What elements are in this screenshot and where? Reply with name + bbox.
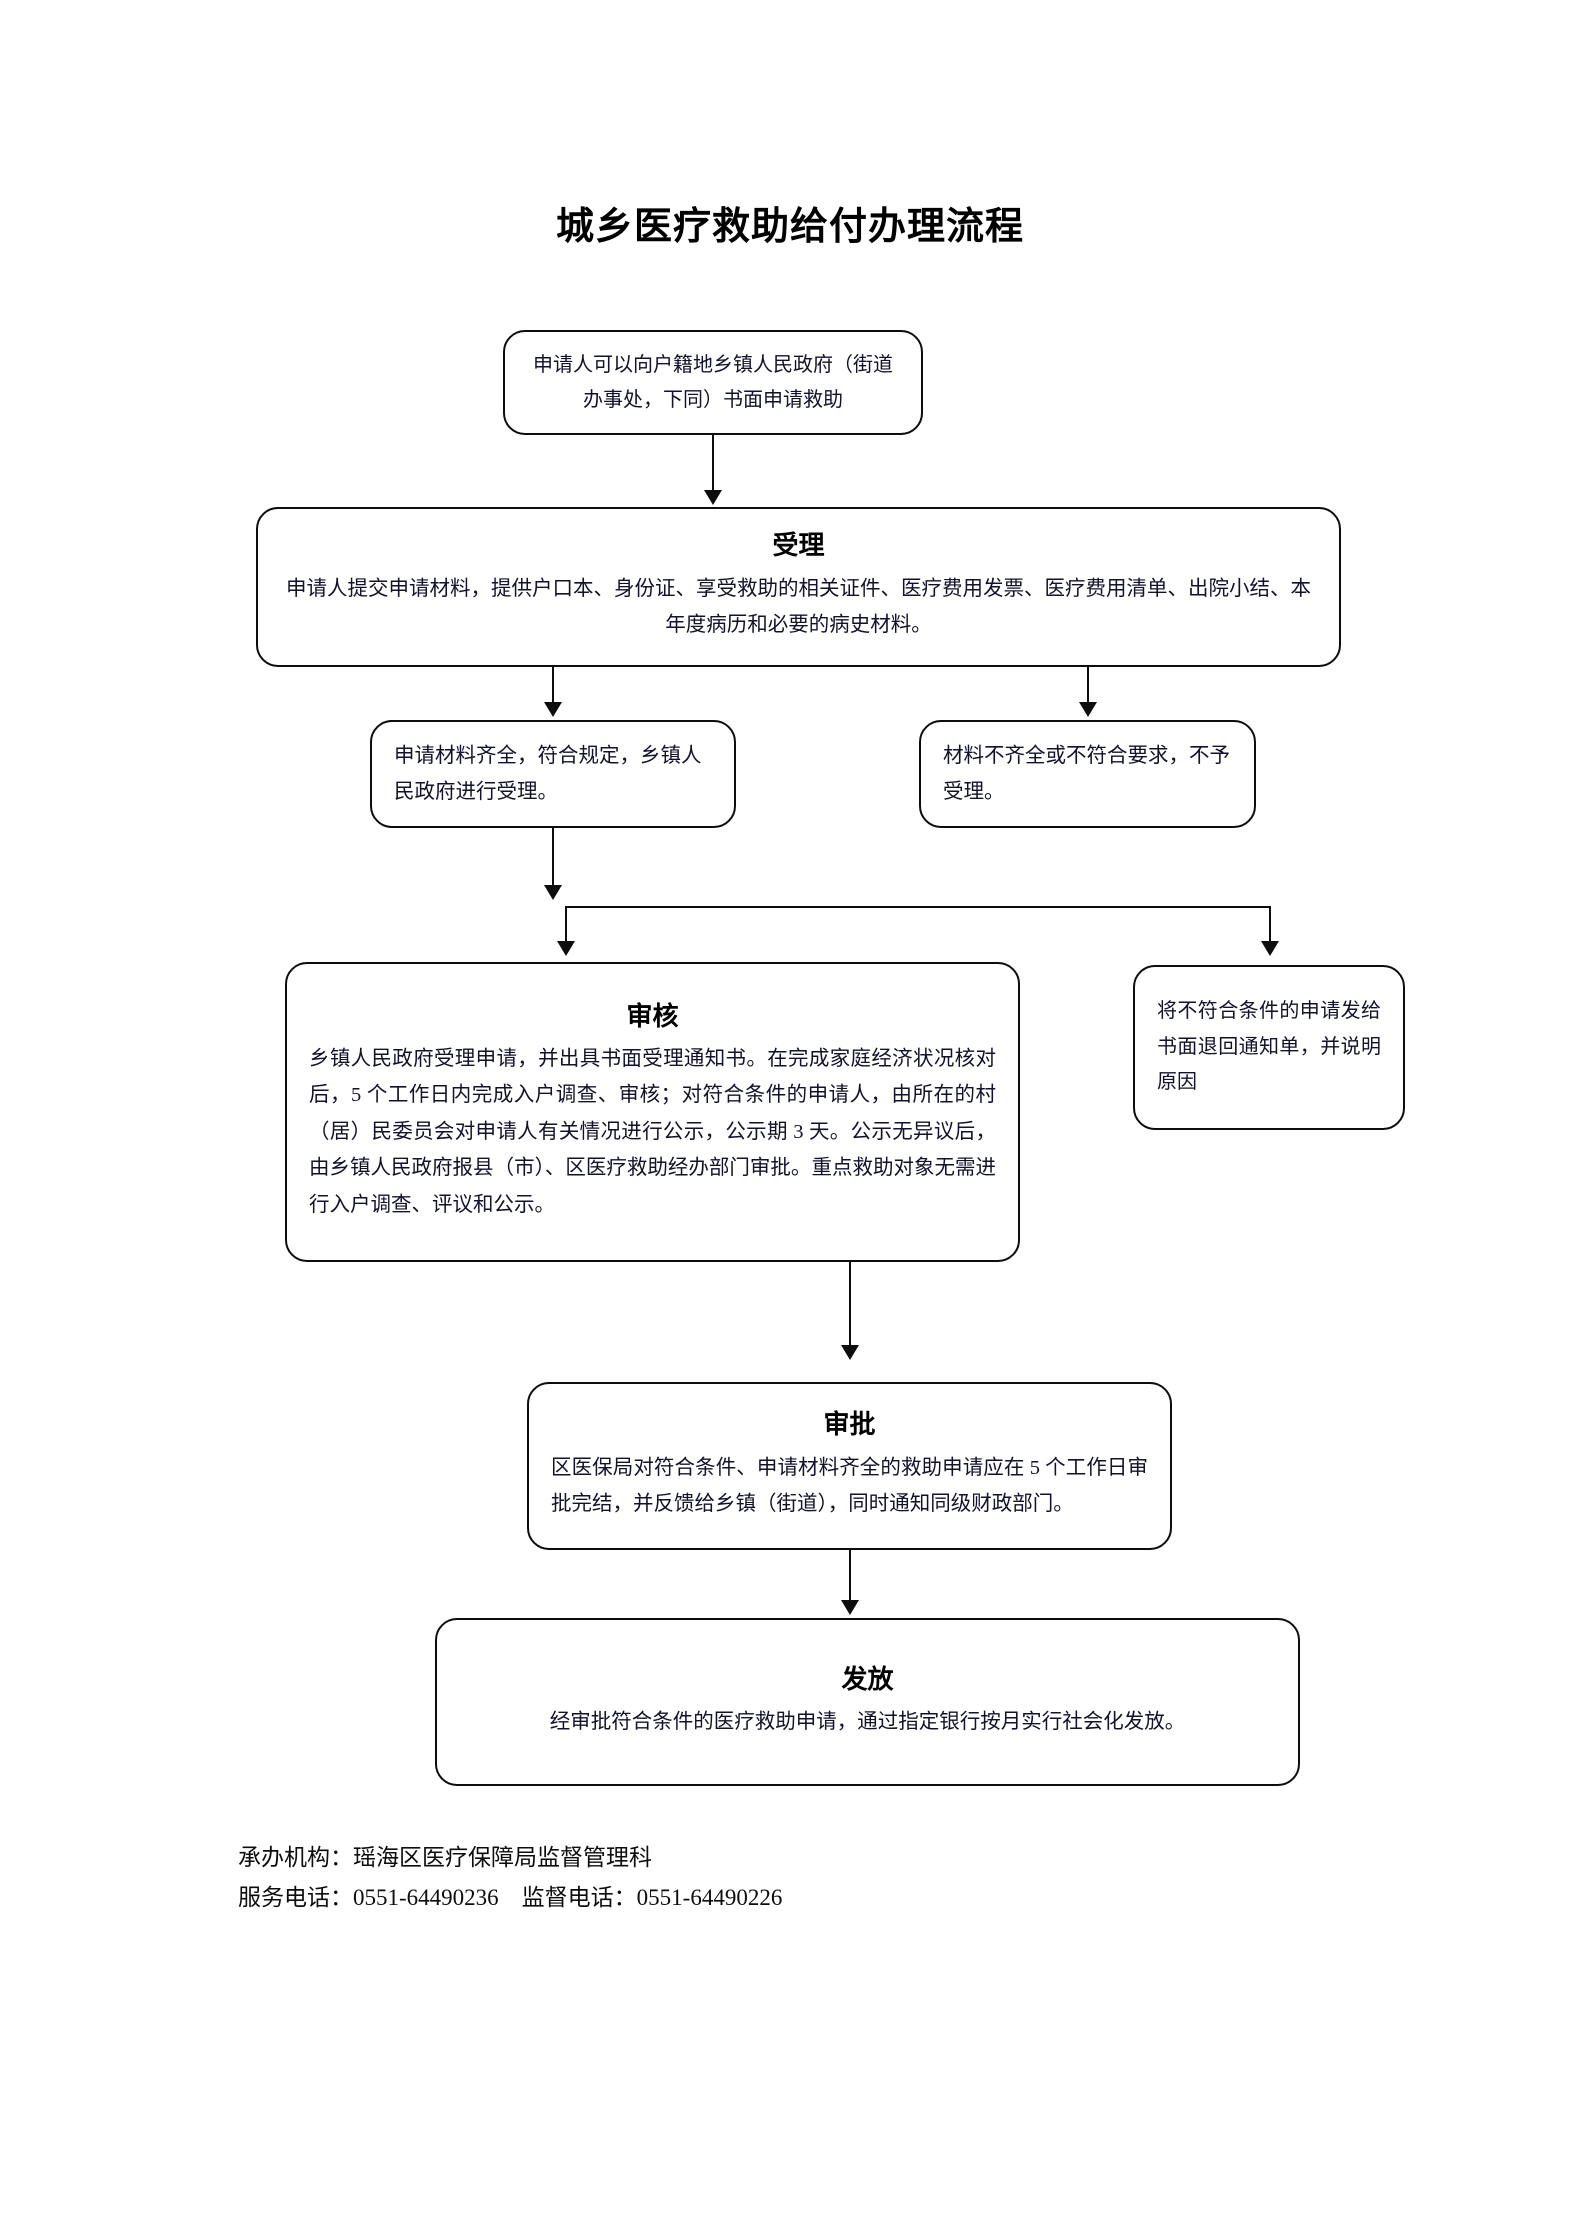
flow-node-issue-heading: 发放	[841, 1664, 894, 1694]
connector-review-to-approve	[849, 1262, 851, 1347]
flow-node-approve-text: 区医保局对符合条件、申请材料齐全的救助申请应在 5 个工作日审批完结，并反馈给乡…	[551, 1456, 1148, 1516]
connector-branch-bus	[565, 906, 1270, 908]
arrowhead-review-to-approve	[841, 1345, 859, 1360]
flow-node-return-notice: 将不符合条件的申请发给书面退回通知单，并说明原因	[1133, 965, 1405, 1130]
flow-node-issue: 发放 经审批符合条件的医疗救助申请，通过指定银行按月实行社会化发放。	[435, 1618, 1300, 1786]
footer-agency-line: 承办机构：瑶海区医疗保障局监督管理科	[238, 1845, 652, 1870]
connector-ok-down-stem	[552, 828, 554, 890]
arrowhead-apply-to-accept	[704, 490, 722, 505]
page-title: 城乡医疗救助给付办理流程	[555, 206, 1024, 248]
flow-node-accept-heading: 受理	[772, 531, 825, 561]
connector-bus-to-return	[1269, 906, 1271, 944]
flow-node-review-heading: 审核	[626, 1001, 679, 1031]
footer-block: 承办机构：瑶海区医疗保障局监督管理科 服务电话：0551-64490236 监督…	[238, 1838, 782, 1919]
flow-node-accept-reject: 材料不齐全或不符合要求，不予受理。	[919, 720, 1256, 828]
connector-bus-to-review	[565, 906, 567, 944]
connector-apply-to-accept	[712, 435, 714, 492]
flow-node-apply: 申请人可以向户籍地乡镇人民政府（街道办事处，下同）书面申请救助	[503, 330, 923, 435]
flow-node-accept: 受理 申请人提交申请材料，提供户口本、身份证、享受救助的相关证件、医疗费用发票、…	[256, 507, 1341, 667]
flow-node-accept-text: 申请人提交申请材料，提供户口本、身份证、享受救助的相关证件、医疗费用发票、医疗费…	[286, 577, 1311, 637]
connector-approve-to-issue	[849, 1550, 851, 1602]
connector-accept-to-reject	[1087, 667, 1089, 705]
arrowhead-ok-down-stem	[544, 885, 562, 900]
arrowhead-bus-to-return	[1261, 941, 1279, 956]
flow-node-accept-reject-text: 材料不齐全或不符合要求，不予受理。	[943, 744, 1230, 803]
flow-node-approve: 审批 区医保局对符合条件、申请材料齐全的救助申请应在 5 个工作日审批完结，并反…	[527, 1382, 1172, 1550]
flow-node-accept-ok: 申请材料齐全，符合规定，乡镇人民政府进行受理。	[370, 720, 736, 828]
arrowhead-approve-to-issue	[841, 1600, 859, 1615]
footer-phone-line: 服务电话：0551-64490236 监督电话：0551-64490226	[238, 1885, 783, 1911]
flow-node-review-text: 乡镇人民政府受理申请，并出具书面受理通知书。在完成家庭经济状况核对后，5 个工作…	[309, 1047, 996, 1216]
arrowhead-accept-to-ok	[544, 702, 562, 717]
connector-accept-to-ok	[552, 667, 554, 705]
arrowhead-accept-to-reject	[1079, 702, 1097, 717]
flow-node-accept-ok-text: 申请材料齐全，符合规定，乡镇人民政府进行受理。	[394, 744, 702, 803]
flow-node-issue-text: 经审批符合条件的医疗救助申请，通过指定银行按月实行社会化发放。	[549, 1710, 1186, 1733]
flow-node-apply-text: 申请人可以向户籍地乡镇人民政府（街道办事处，下同）书面申请救助	[533, 353, 893, 411]
flow-node-approve-heading: 审批	[823, 1410, 876, 1440]
arrowhead-bus-to-review	[557, 941, 575, 956]
flow-node-return-notice-text: 将不符合条件的申请发给书面退回通知单，并说明原因	[1157, 1000, 1381, 1094]
flow-node-review: 审核 乡镇人民政府受理申请，并出具书面受理通知书。在完成家庭经济状况核对后，5 …	[285, 962, 1020, 1262]
